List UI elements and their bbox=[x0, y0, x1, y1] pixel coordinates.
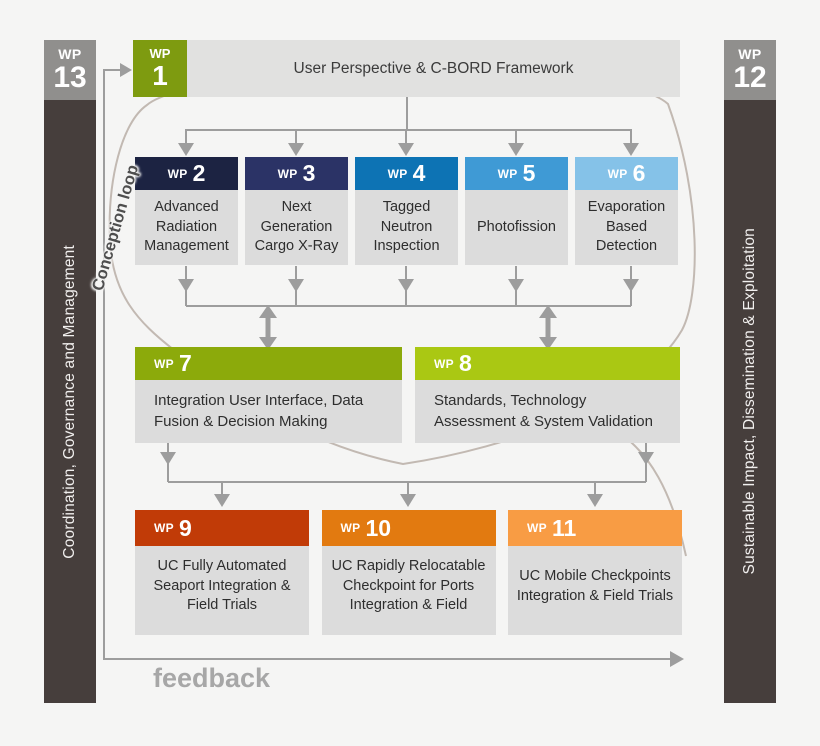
wp5-title: Photofission bbox=[465, 190, 568, 265]
wp4-title: Tagged Neutron Inspection bbox=[355, 190, 458, 265]
wp3-box: WP 3 Next Generation Cargo X-Ray bbox=[245, 157, 348, 265]
wp9-box: WP 9 UC Fully Automated Seaport Integrat… bbox=[135, 510, 309, 635]
wp3-number: 3 bbox=[302, 160, 316, 186]
wp5-box: WP 5 Photofission bbox=[465, 157, 568, 265]
wp4-prefix: WP bbox=[387, 166, 408, 181]
wp5-prefix: WP bbox=[497, 166, 518, 181]
wp8-title: Standards, Technology Assessment & Syste… bbox=[415, 380, 680, 443]
top-connector bbox=[178, 97, 639, 156]
double-arrow-wp8 bbox=[539, 305, 557, 350]
wp3-header: WP 3 bbox=[245, 157, 348, 190]
feedback-label: feedback bbox=[153, 663, 271, 693]
feedback-arrowhead-wp1 bbox=[120, 63, 132, 77]
mid-connector bbox=[178, 266, 639, 307]
wp1-box: WP 1 bbox=[133, 40, 187, 97]
wp8-prefix: WP bbox=[434, 356, 454, 371]
wp13-body: Coordination, Governance and Management bbox=[44, 100, 96, 703]
wp11-header: WP 11 bbox=[508, 510, 682, 546]
wp8-box: WP 8 Standards, Technology Assessment & … bbox=[415, 347, 680, 443]
wp2-header: WP 2 bbox=[135, 157, 238, 190]
wp7-prefix: WP bbox=[154, 356, 174, 371]
wp11-title: UC Mobile Checkpoints Integration & Fiel… bbox=[508, 546, 682, 635]
wp10-box: WP 10 UC Rapidly Relocatable Checkpoint … bbox=[321, 510, 496, 635]
wp10-prefix: WP bbox=[340, 521, 361, 535]
wp7-header: WP 7 bbox=[135, 347, 402, 380]
banner-title: User Perspective & C-BORD Framework bbox=[293, 59, 574, 77]
wp3-prefix: WP bbox=[277, 166, 298, 181]
wp7-title: Integration User Interface, Data Fusion … bbox=[135, 380, 402, 443]
wp10-header: WP 10 bbox=[321, 510, 496, 546]
wp7-number: 7 bbox=[178, 350, 192, 376]
wp5-header: WP 5 bbox=[465, 157, 568, 190]
double-arrow-wp7 bbox=[259, 305, 277, 350]
wp9-title: UC Fully Automated Seaport Integration &… bbox=[135, 546, 309, 635]
wp9-prefix: WP bbox=[154, 521, 174, 535]
wp12-number: 12 bbox=[733, 61, 767, 94]
framework-banner: User Perspective & C-BORD Framework bbox=[187, 40, 680, 97]
wp4-box: WP 4 Tagged Neutron Inspection bbox=[355, 157, 458, 265]
wp12-prefix: WP bbox=[738, 46, 762, 62]
wp12-header: WP 12 bbox=[724, 40, 776, 100]
wp4-header: WP 4 bbox=[355, 157, 458, 190]
wp2-title: Advanced Radiation Management bbox=[135, 190, 238, 265]
wp11-box: WP 11 UC Mobile Checkpoints Integration … bbox=[508, 510, 682, 635]
wp2-box: WP 2 Advanced Radiation Management bbox=[135, 157, 238, 265]
wp1-number: 1 bbox=[152, 60, 168, 91]
feedback-arrow bbox=[103, 63, 684, 667]
wp10-number: 10 bbox=[365, 514, 392, 541]
bottom-connector bbox=[160, 443, 654, 507]
wp8-header: WP 8 bbox=[415, 347, 680, 380]
wp6-box: WP 6 Evaporation Based Detection bbox=[575, 157, 678, 265]
wp6-header: WP 6 bbox=[575, 157, 678, 190]
wp2-prefix: WP bbox=[167, 166, 188, 181]
wp9-header: WP 9 bbox=[135, 510, 309, 546]
wp4-number: 4 bbox=[412, 160, 426, 186]
wp6-number: 6 bbox=[632, 160, 646, 186]
wp13-header: WP 13 bbox=[44, 40, 96, 100]
technology-row: WP 2 Advanced Radiation Management WP 3 … bbox=[135, 157, 678, 265]
wp12-body: Sustainable Impact, Dissemination & Expl… bbox=[724, 100, 776, 703]
wp3-title: Next Generation Cargo X-Ray bbox=[245, 190, 348, 265]
wp2-number: 2 bbox=[192, 160, 206, 186]
wp6-title: Evaporation Based Detection bbox=[575, 190, 678, 265]
wp8-number: 8 bbox=[458, 350, 472, 376]
side-column-wp13: WP 13 Coordination, Governance and Manag… bbox=[44, 40, 96, 703]
wp10-title: UC Rapidly Relocatable Checkpoint for Po… bbox=[321, 546, 496, 635]
wp13-prefix: WP bbox=[58, 46, 82, 62]
wp13-label: Coordination, Governance and Management bbox=[61, 244, 78, 559]
wp6-prefix: WP bbox=[607, 166, 628, 181]
wp13-number: 13 bbox=[53, 61, 87, 94]
wp9-number: 9 bbox=[178, 514, 192, 541]
feedback-arrowhead-end bbox=[670, 651, 684, 667]
wp12-label: Sustainable Impact, Dissemination & Expl… bbox=[741, 228, 758, 575]
use-case-row: WP 9 UC Fully Automated Seaport Integrat… bbox=[135, 510, 682, 635]
wp11-number: 11 bbox=[551, 514, 577, 541]
wp1-prefix: WP bbox=[149, 46, 171, 61]
wp5-number: 5 bbox=[522, 160, 536, 186]
side-column-wp12: WP 12 Sustainable Impact, Dissemination … bbox=[724, 40, 776, 703]
wp11-prefix: WP bbox=[527, 521, 547, 535]
wp7-box: WP 7 Integration User Interface, Data Fu… bbox=[135, 347, 402, 443]
